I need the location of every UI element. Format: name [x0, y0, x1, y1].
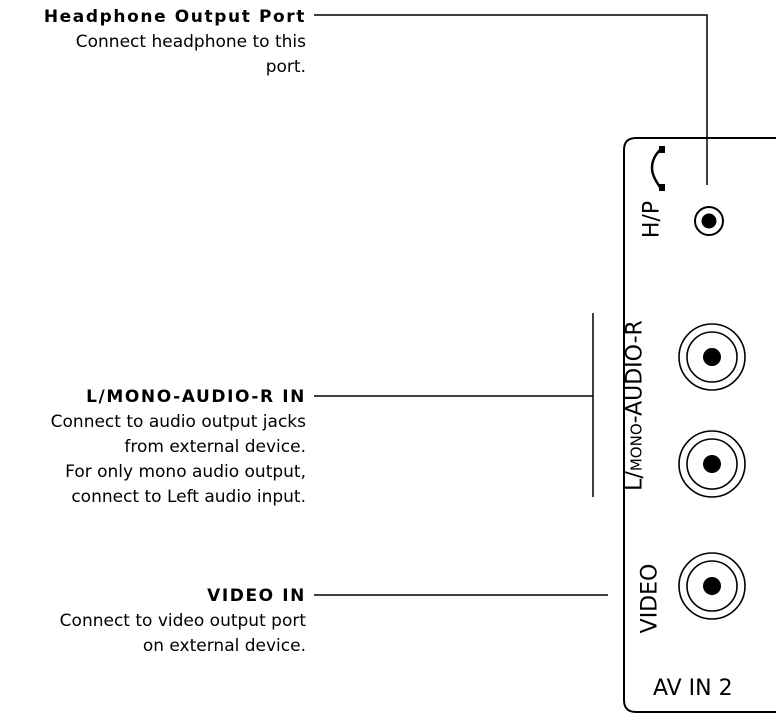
video-port-label: VIDEO: [637, 563, 663, 634]
panel-title: AV IN 2: [653, 676, 733, 701]
headphone-desc-line2: port.: [265, 57, 306, 77]
headphone-title: Headphone Output Port: [43, 7, 306, 27]
audio-desc-line1: Connect to audio output jacks: [50, 412, 306, 432]
audio-title: L/MONO-AUDIO-R IN: [86, 387, 306, 407]
headphone-desc-line1: Connect headphone to this: [75, 32, 306, 52]
audio-r-jack: [678, 323, 746, 391]
audio-desc-line4: connect to Left audio input.: [71, 487, 306, 507]
video-desc-line1: Connect to video output port: [59, 611, 306, 631]
audio-callout: L/MONO-AUDIO-R IN Connect to audio outpu…: [51, 385, 306, 510]
audio-desc-line2: from external device.: [124, 437, 306, 457]
audio-label-suffix: -AUDIO-R: [622, 320, 648, 424]
headphone-icon: [650, 146, 665, 191]
headphone-callout: Headphone Output Port Connect headphone …: [44, 5, 306, 80]
audio-l-jack: [678, 430, 746, 498]
video-jack: [678, 552, 746, 620]
video-title: VIDEO IN: [207, 586, 306, 606]
video-callout: VIDEO IN Connect to video output port on…: [60, 584, 306, 659]
headphone-leader-line: [314, 14, 708, 185]
video-desc-line2: on external device.: [142, 636, 306, 656]
audio-port-label: L/MONO-AUDIO-R: [623, 301, 648, 511]
audio-desc-line3: For only mono audio output,: [65, 462, 306, 482]
audio-label-prefix: L/: [622, 471, 648, 491]
audio-label-mono: MONO: [627, 423, 646, 472]
headphone-jack: [694, 206, 724, 236]
hp-port-label: H/P: [639, 200, 665, 239]
panel-outline: [623, 137, 776, 713]
